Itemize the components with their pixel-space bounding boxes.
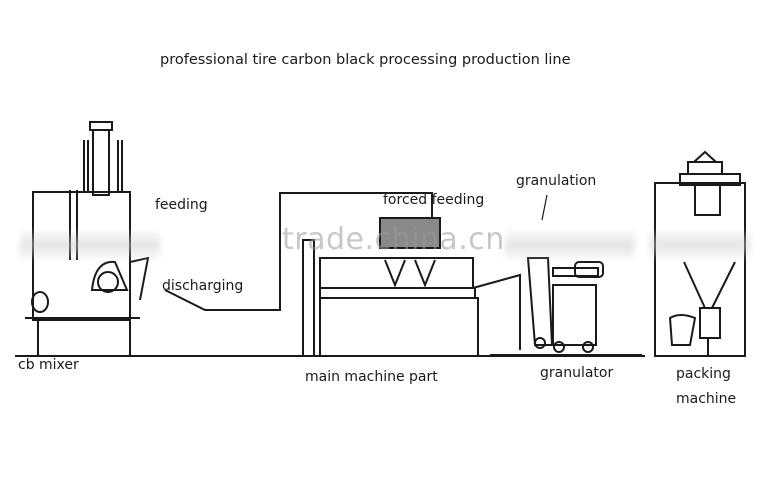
- blur-band: [505, 228, 635, 262]
- mixer-rotor: [97, 271, 119, 293]
- granulation-leader: [541, 194, 548, 221]
- label-granulator: granulator: [540, 365, 614, 381]
- forced-feeding-hopper: [379, 217, 441, 249]
- label-discharging: discharging: [162, 278, 244, 294]
- mixer-base: [37, 319, 131, 357]
- label-granulation: granulation: [516, 173, 597, 189]
- blur-band: [20, 228, 160, 262]
- packing-machine: [654, 150, 746, 357]
- main-machine: [302, 217, 521, 357]
- label-machine: machine: [676, 391, 737, 407]
- main-machine-base: [319, 297, 479, 357]
- label-cb-mixer: cb mixer: [18, 357, 79, 373]
- mixer-cylinder: [92, 129, 110, 196]
- diagram-title: professional tire carbon black processin…: [160, 52, 571, 68]
- label-feeding: feeding: [155, 197, 208, 213]
- label-main-machine-part: main machine part: [305, 369, 438, 385]
- granulator-machine: [490, 194, 642, 356]
- blur-band: [650, 228, 750, 262]
- granulator-tank: [552, 284, 597, 346]
- watermark: trade.china.cn: [282, 222, 505, 257]
- packing-housing: [654, 182, 746, 357]
- discharge-pipe: [164, 192, 433, 311]
- label-packing: packing: [676, 366, 731, 382]
- label-forced-feeding: forced feeding: [383, 192, 485, 208]
- mixer-cylinder-cap: [89, 121, 113, 131]
